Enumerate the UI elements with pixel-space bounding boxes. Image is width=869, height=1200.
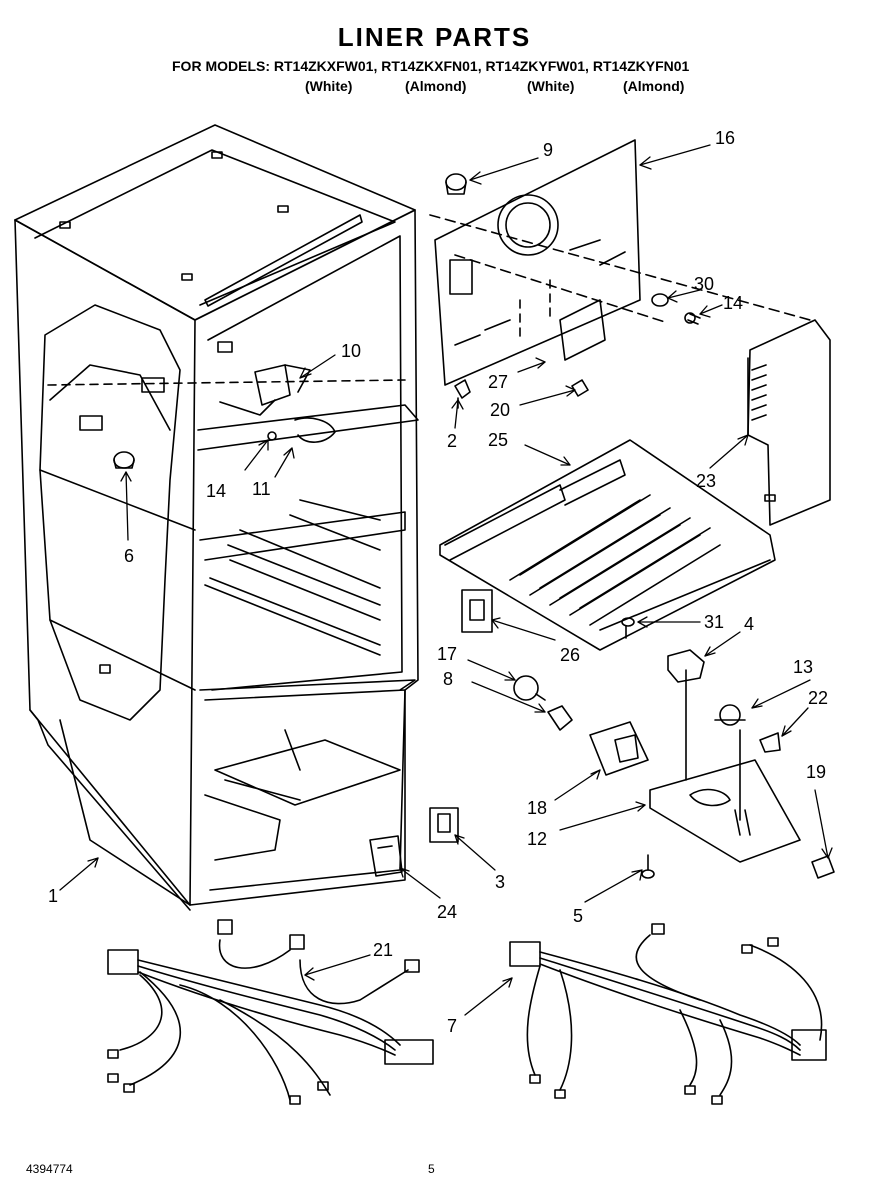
part-19	[811, 855, 835, 879]
page-title: LINER PARTS	[337, 22, 532, 52]
callout-14a: 14	[206, 481, 226, 501]
color-label-3: (White)	[527, 78, 575, 94]
callout-3: 3	[495, 872, 505, 892]
callout-26: 26	[560, 645, 580, 665]
evaporator-cover	[429, 139, 811, 386]
callout-21: 21	[373, 940, 393, 960]
callout-8: 8	[443, 669, 453, 689]
part-5	[641, 854, 655, 879]
callout-24: 24	[437, 902, 457, 922]
header: LINER PARTS	[0, 22, 869, 53]
callout-10: 10	[341, 341, 361, 361]
evaporator-shelf	[439, 439, 776, 651]
callout-31: 31	[704, 612, 724, 632]
callout-17: 17	[437, 644, 457, 664]
page-number: 5	[428, 1162, 435, 1176]
callout-4: 4	[744, 614, 754, 634]
callout-5: 5	[573, 906, 583, 926]
callout-27: 27	[488, 372, 508, 392]
lamp-socket	[513, 675, 573, 731]
part-3	[429, 807, 459, 843]
callout-23: 23	[696, 471, 716, 491]
control-assembly	[217, 341, 336, 443]
callout-7: 7	[447, 1016, 457, 1036]
air-duct	[747, 319, 831, 526]
part-2-20	[454, 379, 589, 409]
callout-9: 9	[543, 140, 553, 160]
part-26	[461, 589, 493, 633]
callout-19: 19	[806, 762, 826, 782]
document-number: 4394774	[26, 1162, 73, 1176]
part-9	[445, 173, 467, 195]
callout-16: 16	[715, 128, 735, 148]
lamp-shield	[589, 721, 649, 776]
leader-arrows	[59, 144, 833, 1016]
callout-22: 22	[808, 688, 828, 708]
callout-1: 1	[48, 886, 58, 906]
wire-harness-21	[107, 919, 434, 1105]
callout-12: 12	[527, 829, 547, 849]
part-31	[621, 617, 635, 639]
callout-2: 2	[447, 431, 457, 451]
callout-25: 25	[488, 430, 508, 450]
control-housing	[649, 669, 801, 863]
callout-6: 6	[124, 546, 134, 566]
thermostat	[714, 704, 781, 753]
wire-harness-7	[509, 923, 827, 1105]
liner-cabinet	[14, 124, 419, 911]
color-label-2: (Almond)	[405, 78, 467, 94]
callout-20: 20	[490, 400, 510, 420]
color-label-4: (Almond)	[623, 78, 685, 94]
part-4	[667, 649, 705, 683]
callout-labels: 1 2 3 4 5 6 7 8 9 10 11 12 13 14 14 16 1…	[48, 128, 828, 1036]
models-line: FOR MODELS: RT14ZKXFW01, RT14ZKXFN01, RT…	[172, 58, 690, 74]
color-label-1: (White)	[305, 78, 353, 94]
callout-30: 30	[694, 274, 714, 294]
callout-11: 11	[252, 479, 271, 499]
callout-13: 13	[793, 657, 813, 677]
screws-30-14	[651, 293, 701, 325]
callout-14b: 14	[723, 293, 743, 313]
part-6	[113, 451, 135, 469]
callout-18: 18	[527, 798, 547, 818]
